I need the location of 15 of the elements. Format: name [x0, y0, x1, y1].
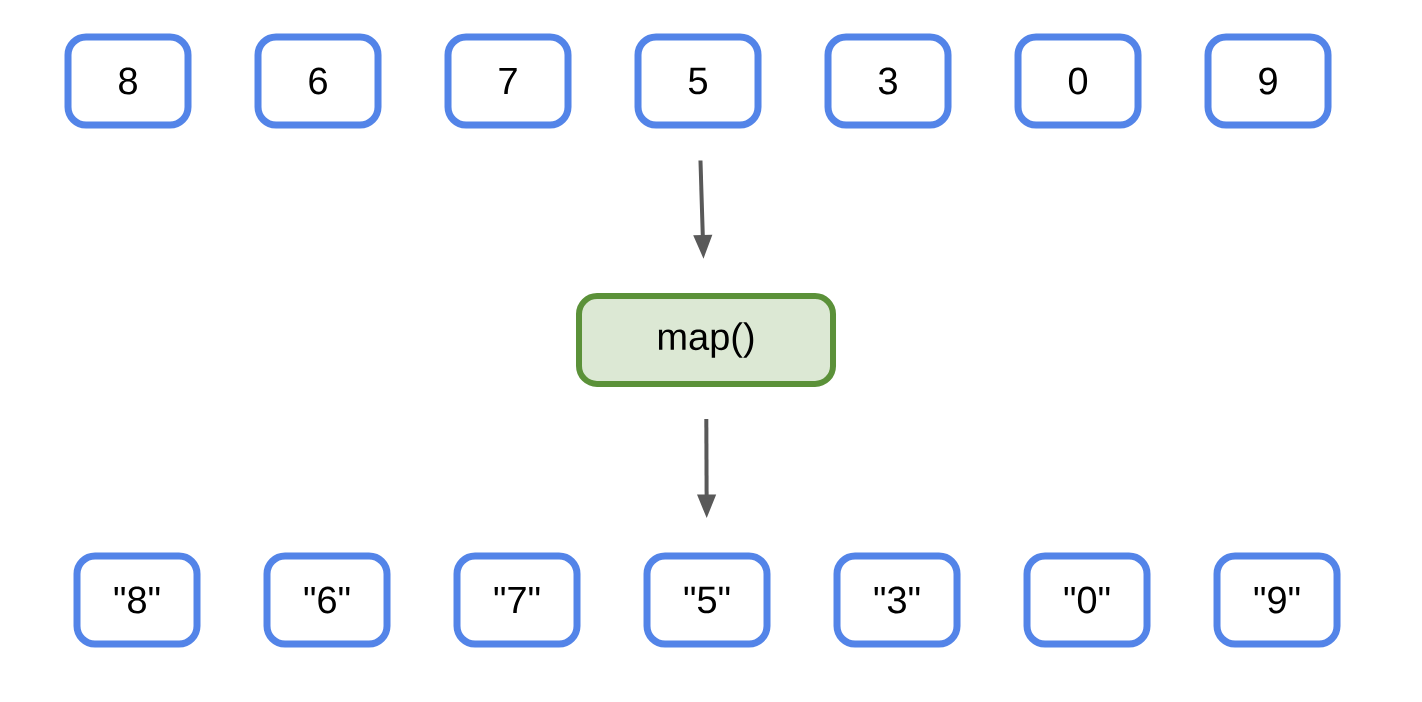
value-box: 5 [634, 33, 762, 129]
function-box: map() [576, 293, 836, 387]
value-box: "3" [833, 552, 961, 648]
value-box: "6" [263, 552, 391, 648]
value-box: 7 [444, 33, 572, 129]
value-box: 3 [824, 33, 952, 129]
value-box: "7" [453, 552, 581, 648]
value-box: 0 [1014, 33, 1142, 129]
value-box: "8" [73, 552, 201, 648]
value-box: 8 [64, 33, 192, 129]
value-box: "0" [1023, 552, 1151, 648]
value-box: 6 [254, 33, 382, 129]
value-box: "9" [1213, 552, 1341, 648]
value-box: 9 [1204, 33, 1332, 129]
value-box: "5" [643, 552, 771, 648]
